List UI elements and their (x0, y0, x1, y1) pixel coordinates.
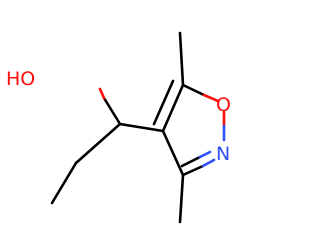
bond-c3-n-double-outer-blue (201, 158, 216, 168)
bond-c4-c5-double (152, 79, 175, 126)
bond-ethyl-ch2-choh (74, 122, 122, 165)
bond-c3-n-double-outer (181, 164, 205, 177)
bond-c5-o (181, 83, 206, 97)
bond-ethyl-ch3-ch2 (50, 161, 78, 205)
bond-c-oh (102, 96, 122, 126)
bond-c3-n-double-inner-blue (198, 150, 212, 159)
bond-c3-n-double-inner (180, 155, 202, 168)
bond-o-red-part (202, 93, 220, 103)
hetero-bonds (98, 83, 226, 177)
bond-c4-c3 (161, 129, 185, 177)
bond-choh-c4 (118, 122, 165, 133)
bond-c3-methyl (178, 173, 185, 224)
bond-oh-red-part (98, 87, 106, 100)
carbon-bonds (50, 31, 185, 224)
bond-c4-c5-single (161, 83, 185, 133)
molecule-structure-diagram: HO O N (6, 31, 231, 224)
ring-nitrogen-label: N (216, 143, 230, 165)
bond-c5-methyl (178, 31, 185, 87)
hydroxyl-label: HO (6, 68, 35, 90)
ring-oxygen-label: O (216, 94, 231, 116)
